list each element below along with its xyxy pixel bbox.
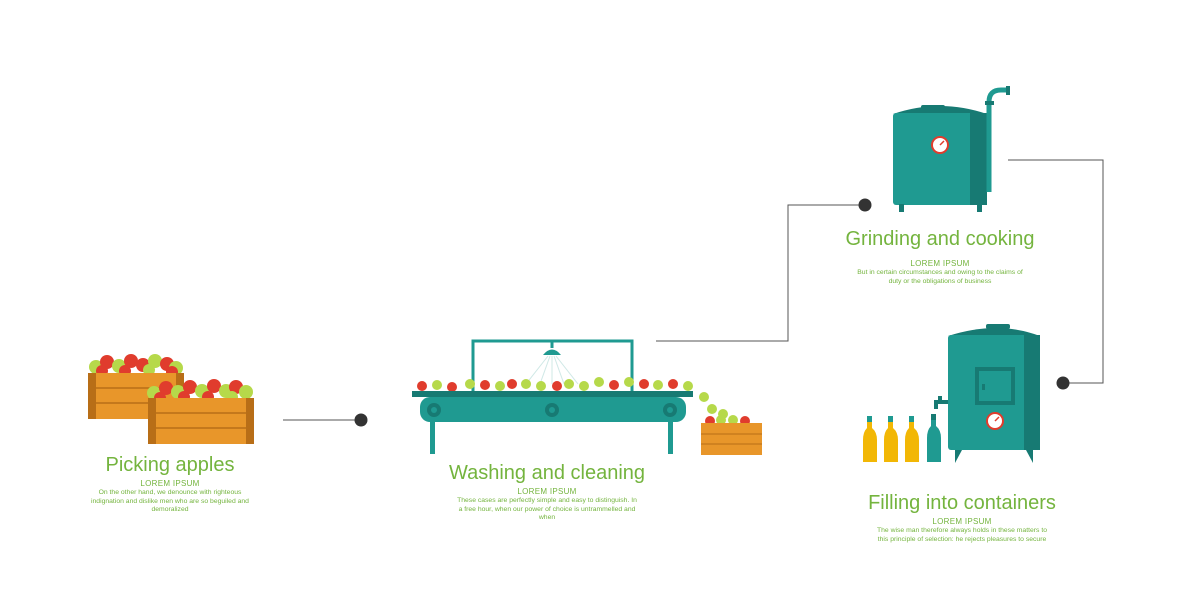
filling-tank-illustration (934, 324, 1040, 463)
step-grinding-cooking: Grinding and cooking LOREM IPSUM But in … (840, 227, 1040, 286)
front-crate (148, 398, 254, 444)
bottle-1 (863, 416, 877, 462)
bottle-4 (927, 414, 941, 462)
connector-washing-to-grinding (656, 204, 865, 342)
sprinkler-frame (471, 339, 634, 392)
connector-grinding-to-filling (1008, 159, 1104, 384)
filling-tank-legs (955, 450, 1033, 463)
step-title: Washing and cleaning (448, 462, 646, 484)
belt-apples (417, 377, 728, 419)
bottle-2 (884, 416, 898, 462)
tank-pipe (986, 87, 1008, 192)
step-subtitle: LOREM IPSUM (517, 487, 577, 496)
step-description: The wise man therefore always holds in t… (876, 527, 1047, 543)
step-title: Picking apples (105, 454, 235, 476)
step-subtitle: LOREM IPSUM (140, 479, 200, 488)
conveyor-legs (430, 421, 673, 454)
step-subtitle: LOREM IPSUM (910, 259, 970, 268)
front-crate-apples (147, 379, 253, 404)
receiving-crate (701, 415, 762, 455)
step-title: Filling into containers (868, 492, 1056, 514)
connector-dot-washing (354, 413, 368, 427)
conveyor-belt-top (412, 391, 693, 397)
bottles-illustration (863, 414, 941, 462)
step-subtitle: LOREM IPSUM (932, 517, 992, 526)
step-washing-cleaning: Washing and cleaning LOREM IPSUM These c… (447, 461, 647, 523)
apple-crates-illustration (88, 354, 254, 444)
step-title: Grinding and cooking (845, 228, 1035, 250)
washing-conveyor-illustration (412, 339, 762, 455)
tank-legs (899, 204, 982, 212)
bottle-3 (905, 416, 919, 462)
step-description: These cases are perfectly simple and eas… (457, 497, 637, 522)
step-picking-apples: Picking apples LOREM IPSUM On the other … (88, 453, 252, 515)
step-description: But in certain circumstances and owing t… (857, 269, 1023, 285)
connectors (283, 159, 1104, 421)
tank-body (893, 113, 987, 205)
connector-dot-grinding (858, 198, 872, 212)
step-description: On the other hand, we denounce with righ… (91, 489, 249, 514)
water-spray (525, 355, 579, 385)
connector-dot-filling (1056, 376, 1070, 390)
grinding-tank-illustration (893, 86, 1010, 212)
sprinkler-head (543, 349, 561, 355)
step-filling-containers: Filling into containers LOREM IPSUM The … (855, 491, 1069, 544)
tank-tap (934, 396, 948, 409)
